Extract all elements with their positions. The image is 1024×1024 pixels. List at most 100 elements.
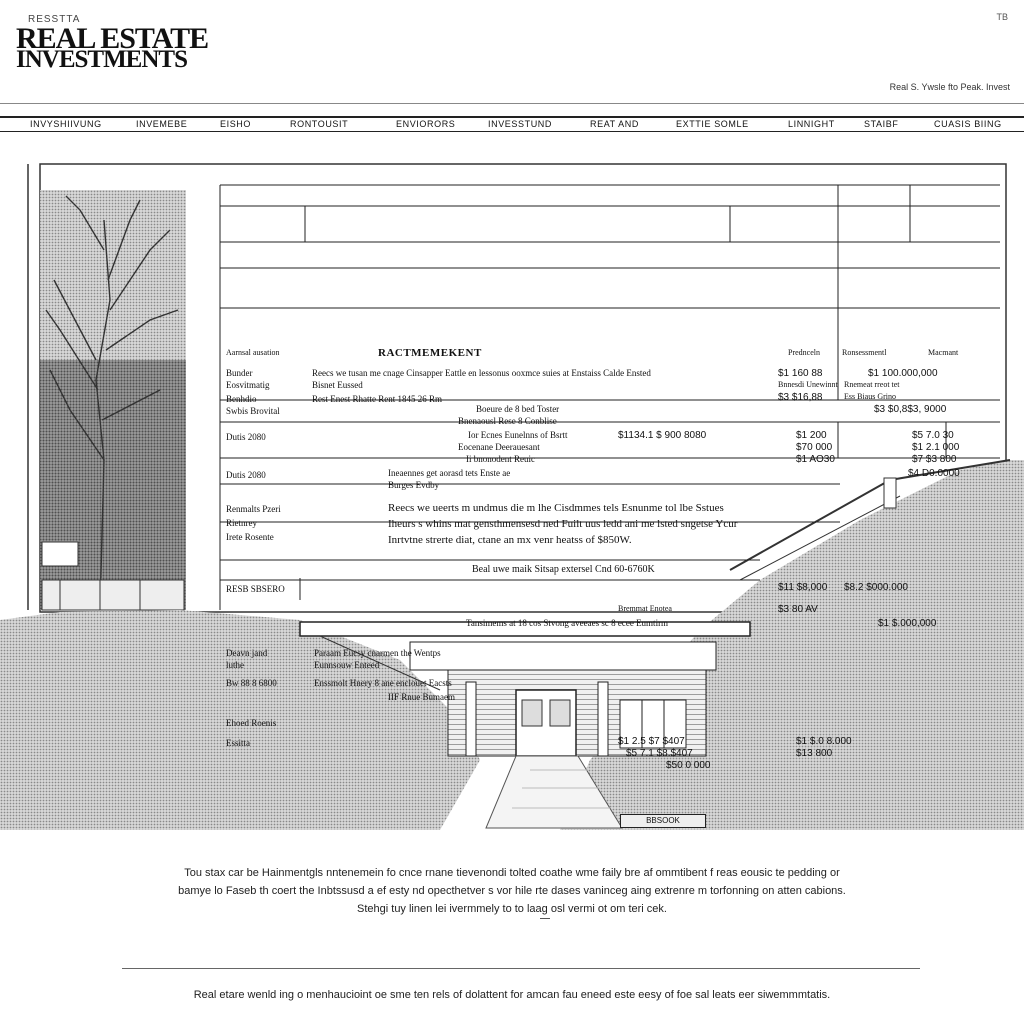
logo-kicker: RESSTTA bbox=[28, 14, 81, 25]
amount-value: $3 $0,8$3, 9000 bbox=[874, 404, 947, 415]
amount-value: $11 $8,000 bbox=[778, 582, 828, 593]
amount-value: $1 $.0 8.000 bbox=[796, 736, 852, 747]
document-rules bbox=[219, 184, 1000, 610]
nav-item-10[interactable]: STAIBF bbox=[864, 119, 899, 129]
amount-value: $50 0 000 bbox=[666, 760, 711, 771]
amount-value: $5 7.1 $8.$407 bbox=[626, 748, 693, 759]
row-label: Ehoed Roenis bbox=[226, 718, 277, 728]
description-text: Eocenane Deerauesant bbox=[458, 442, 540, 452]
description-text: Ior Ecnes Eunelnns of Bsrtt bbox=[468, 430, 568, 440]
description-text: Enssmolt Hnery 8 ane enclouet Eacsts bbox=[314, 678, 452, 688]
column-header: Prednceln bbox=[788, 348, 820, 357]
description-text: Rest Enest Rhatte Rent 1845 26 Rm bbox=[312, 394, 442, 404]
nav-item-1[interactable]: INVYSHIIVUNG bbox=[30, 119, 102, 129]
paragraph-line: Iheurs s whins mat gensthmensesd ned Fui… bbox=[388, 518, 738, 530]
nav-item-3[interactable]: EISHO bbox=[220, 119, 252, 129]
description-text: Ii bnonodent Reuic bbox=[466, 454, 535, 464]
row-label: Benhdio bbox=[226, 394, 257, 404]
hero-artwork bbox=[0, 163, 1024, 830]
amount-value: $1 $.000,000 bbox=[878, 618, 937, 629]
nav-item-6[interactable]: INVESSTUND bbox=[488, 119, 553, 129]
description-text: Burges Evdby bbox=[388, 480, 440, 490]
amount-value: $13 800 bbox=[796, 748, 833, 759]
row-label: Rietnrey bbox=[226, 518, 257, 528]
row-label: Aarnsal ausation bbox=[226, 348, 280, 357]
row-label: Deavn jand bbox=[226, 648, 268, 658]
row-label: Renmalts Pzeri bbox=[226, 504, 281, 514]
description-text: Bisnet Eussed bbox=[312, 380, 363, 390]
caption-line: Stehgi tuy linen lei ivermmely to to laa… bbox=[357, 903, 667, 915]
section-heading: Beal uwe maik Sitsap extersel Cnd 60-676… bbox=[472, 564, 655, 575]
row-label: Dutis 2080 bbox=[226, 432, 266, 442]
corner-mark: TB bbox=[996, 12, 1008, 22]
amount-value: $1 2.5 $7 $407 bbox=[618, 736, 685, 747]
paragraph-line: Inrtvtne strerte diat, ctane an mx venr … bbox=[388, 534, 632, 546]
nav-item-5[interactable]: ENVIORORS bbox=[396, 119, 456, 129]
window bbox=[619, 699, 687, 749]
footer-rule bbox=[122, 968, 920, 969]
nav-item-8[interactable]: EXTTIE SOMLE bbox=[676, 119, 749, 129]
description-text: IIF Rnue Bumaem bbox=[388, 692, 455, 702]
amount-value: $3 80 AV bbox=[778, 604, 818, 615]
description-text: Bnenaousl Rese 8 Conblise bbox=[458, 416, 557, 426]
row-label: Bw 88 8 6800 bbox=[226, 678, 277, 688]
small-note: Ess Biaus Grino bbox=[844, 392, 896, 401]
description-text: Eunnsouw Enteed bbox=[314, 660, 380, 670]
row-label: Bunder bbox=[226, 368, 253, 378]
amount-value: $1134.1 $ 900 8080 bbox=[618, 430, 707, 441]
article-caption: Tou stax car be Hainmentgls nntenemein f… bbox=[100, 864, 924, 918]
column-header: Macmant bbox=[928, 348, 959, 357]
nav-item-4[interactable]: RONTOUSIT bbox=[290, 119, 349, 129]
row-label: Swbis Brovital bbox=[226, 406, 280, 416]
tagline: Real S. Ywsle fto Peak. Invest bbox=[889, 82, 1010, 92]
description-text: Ineaennes get aorasd tets Enste ae bbox=[388, 468, 511, 478]
column-header: Ronsessmentl bbox=[842, 348, 887, 357]
nav-item-2[interactable]: INVEMEBE bbox=[136, 119, 188, 129]
walkway bbox=[485, 755, 623, 829]
row-label: luthe bbox=[226, 660, 244, 670]
amount-value: $4 D0.0000 bbox=[908, 468, 960, 479]
nav-item-9[interactable]: LINNIGHT bbox=[788, 119, 835, 129]
top-nav: INVYSHIIVUNG INVEMEBE EISHO RONTOUSIT EN… bbox=[0, 116, 1024, 132]
amount-value: $1 100.000,000 bbox=[868, 368, 938, 379]
paragraph-line: Reecs we ueerts m undmus die m lhe Cisdm… bbox=[388, 502, 724, 514]
nav-item-7[interactable]: REAT AND bbox=[590, 119, 639, 129]
description-text: Boeure de 8 bed Toster bbox=[476, 404, 560, 414]
row-label: Essitta bbox=[226, 738, 250, 748]
amount-value: $70 000 bbox=[796, 442, 833, 453]
amount-value: $1 2.1 000 bbox=[912, 442, 960, 453]
canopy bbox=[299, 621, 751, 637]
divider bbox=[540, 918, 550, 919]
amount-value: $1 160 88 bbox=[778, 368, 823, 379]
statement-title: RACTMEMEKENT bbox=[378, 347, 482, 359]
amount-value: $7 $3 800 bbox=[912, 454, 957, 465]
caption-line: Tou stax car be Hainmentgls nntenemein f… bbox=[184, 867, 840, 879]
footer-text: Real etare wenld ing o menhaucioint oe s… bbox=[193, 989, 831, 1001]
amount-value: $8.2 $000.000 bbox=[844, 582, 908, 593]
investment-statement: Aarnsal ausation RACTMEMEKENT Prednceln … bbox=[222, 346, 1004, 786]
building-sign: BBSOOK bbox=[620, 814, 706, 828]
tree-branches bbox=[45, 195, 179, 611]
logo-title-line1[interactable]: REAL ESTATE bbox=[16, 22, 209, 55]
left-hillside bbox=[0, 610, 480, 830]
logo-title-line2[interactable]: INVESTMENTS bbox=[16, 46, 188, 73]
row-label: Irete Rosente bbox=[226, 532, 274, 542]
description-text: Reecs we tusan me cnage Cinsapper Eattle… bbox=[312, 368, 651, 378]
statement-paragraph: Reecs we ueerts m undmus die m lhe Cisdm… bbox=[388, 500, 737, 548]
small-note: Bremmat Enotea bbox=[618, 604, 672, 613]
small-note: Rnemeat rreot tet bbox=[844, 380, 900, 389]
amount-value: $1 AO30 bbox=[796, 454, 835, 465]
row-label: Eosvitmatig bbox=[226, 380, 270, 390]
hero-illustration: Aarnsal ausation RACTMEMEKENT Prednceln … bbox=[0, 160, 1024, 830]
caption-line: bamye lo Faseb th coert the Inbtssusd a … bbox=[178, 885, 846, 897]
description-text: Tansimems at 18 cos Stvong aveeaes sc 8 … bbox=[466, 618, 669, 628]
site-header: RESSTTA REAL ESTATE INVESTMENTS TB Real … bbox=[0, 0, 1024, 104]
nav-item-11[interactable]: CUASIS BIING bbox=[934, 119, 1002, 129]
amount-value: $1 200 bbox=[796, 430, 827, 441]
amount-value: $3 $16,88 bbox=[778, 392, 823, 403]
row-label: Dutis 2080 bbox=[226, 470, 266, 480]
description-text: Paraam Eucsy cnarmen the Wentps bbox=[314, 648, 441, 658]
small-note: Bnnesdi Unewinnt bbox=[778, 380, 838, 389]
amount-value: $5 7.0 30 bbox=[912, 430, 954, 441]
row-label: RESB SBSERO bbox=[226, 584, 285, 594]
